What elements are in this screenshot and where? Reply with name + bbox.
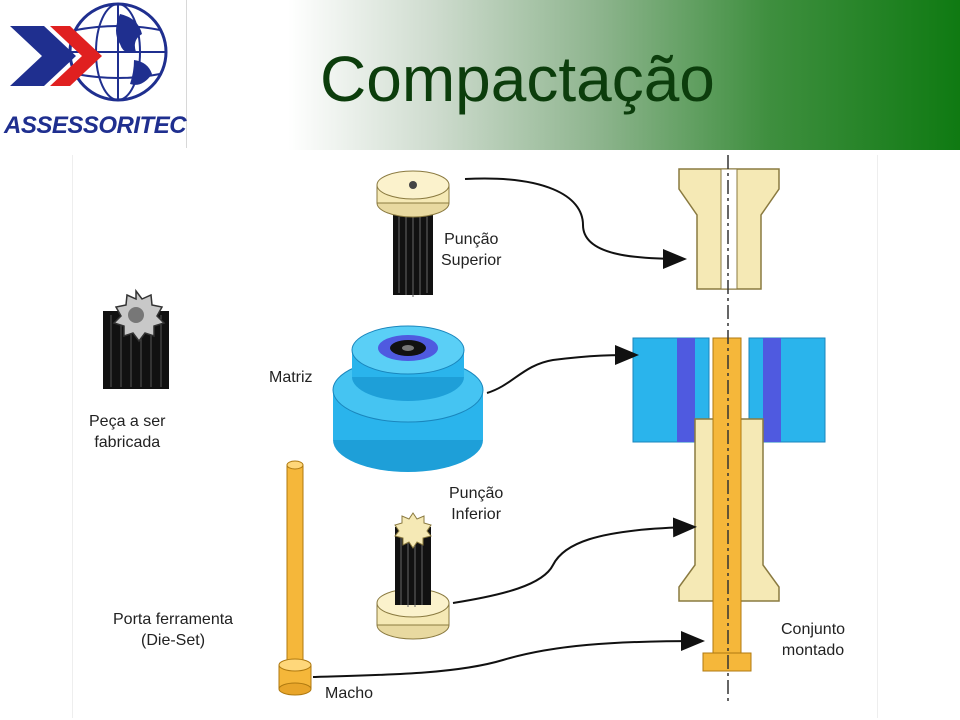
slide-header: ASSESSORITEC Compactação [0, 0, 960, 150]
label-part-line2: fabricada [94, 434, 161, 451]
label-core-rod: Macho [325, 685, 374, 702]
label-lower-punch: Punção Inferior [449, 483, 503, 525]
label-die-set-line2: (Die-Set) [141, 632, 206, 649]
compaction-diagram: Punção Superior Matriz Peça a ser fabric… [72, 155, 878, 718]
lower-punch [376, 512, 450, 640]
label-lower-punch-line1: Punção [449, 485, 504, 502]
slide-title: Compactação [320, 43, 715, 115]
upper-punch [376, 170, 450, 297]
label-part: Peça a ser fabricada [89, 411, 165, 453]
die-matrix [332, 325, 484, 472]
arrow-upper-punch [464, 177, 687, 269]
assembly-core-rod [702, 337, 752, 672]
label-assembly-line2: montado [781, 642, 845, 659]
label-part-line1: Peça a ser [89, 413, 166, 430]
label-upper-punch: Punção Superior [441, 229, 501, 271]
label-assembly-line1: Conjunto [781, 621, 846, 638]
label-upper-punch-line2: Superior [441, 252, 502, 269]
label-upper-punch-line1: Punção [444, 231, 499, 248]
arrow-die [486, 345, 639, 394]
arrow-lower-punch [452, 517, 697, 604]
die-set-rod [278, 460, 312, 696]
assembly-upper-punch [678, 168, 780, 290]
label-die-set-line1: Porta ferramenta [113, 611, 234, 628]
arrow-core-rod [312, 631, 705, 678]
globe-logo-icon [10, 2, 168, 102]
label-die-set: Porta ferramenta (Die-Set) [113, 609, 233, 651]
diagram-drawing [103, 155, 826, 705]
logo: ASSESSORITEC [0, 0, 187, 148]
part-gear [103, 288, 169, 389]
logo-text: ASSESSORITEC [4, 112, 187, 139]
label-lower-punch-line2: Inferior [451, 506, 502, 523]
label-die: Matriz [269, 369, 313, 386]
label-assembly: Conjunto montado [781, 619, 845, 661]
